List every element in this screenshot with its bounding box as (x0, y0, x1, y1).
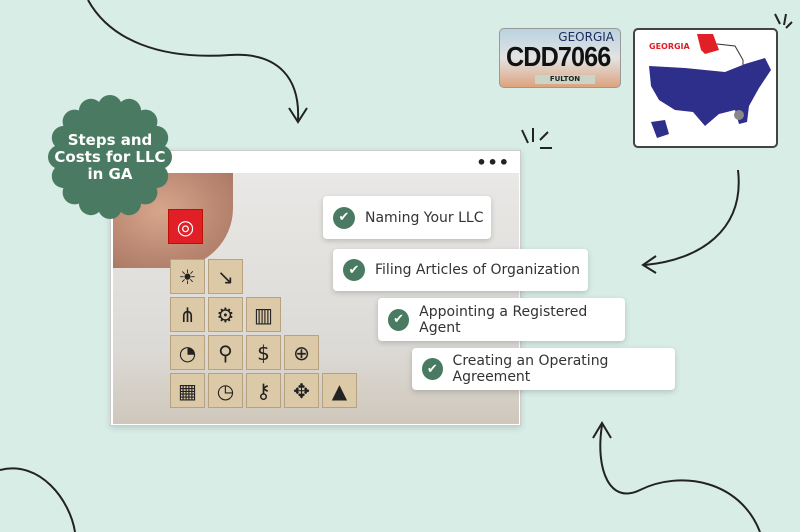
map-label: GEORGIA (649, 42, 690, 51)
us-map (649, 34, 771, 138)
badge-title: Steps and Costs for LLC in GA (54, 130, 166, 183)
check-icon: ✔ (333, 206, 355, 229)
pie-chart-icon: ◔ (170, 335, 205, 370)
plate-number: CDD7066 (506, 41, 611, 72)
arrow-top (87, 0, 300, 121)
plate-county: FULTON (535, 75, 595, 84)
alaska-shape (651, 120, 669, 138)
check-icon: ✔ (343, 259, 365, 281)
flowchart-icon: ▦ (170, 373, 205, 408)
target-icon: ◎ (168, 209, 203, 244)
idea-icon: ☀ (170, 259, 205, 294)
clock-icon: ◷ (208, 373, 243, 408)
more-dots-icon[interactable]: ••• (476, 153, 510, 172)
pyramid-icon: ▲ (322, 373, 357, 408)
money-bag-icon: $ (246, 335, 281, 370)
step-card: ✔ Naming Your LLC (323, 196, 491, 239)
step-card: ✔ Appointing a Registered Agent (378, 298, 625, 341)
globe-icon: ⊕ (284, 335, 319, 370)
arrow-right (644, 169, 740, 266)
check-icon: ✔ (422, 358, 443, 380)
trend-icon: ↘ (208, 259, 243, 294)
arrow-bottom (599, 424, 761, 532)
magnifier-icon: ⚲ (208, 335, 243, 370)
license-plate: GEORGIA CDD7066 FULTON (499, 28, 621, 88)
scalloped-badge-shape (48, 95, 172, 219)
georgia-shape (697, 34, 719, 54)
sparkle-icon (774, 13, 793, 29)
step-label: Creating an Operating Agreement (452, 353, 609, 385)
step-label: Filing Articles of Organization (375, 262, 581, 278)
check-icon: ✔ (388, 308, 410, 331)
plate-state: GEORGIA (558, 30, 614, 44)
curve-bottom-left (0, 467, 76, 532)
bar-chart-icon: ▥ (246, 297, 281, 332)
georgia-marker (734, 110, 744, 120)
key-icon: ⚷ (246, 373, 281, 408)
step-label: Appointing a Registered Agent (419, 303, 588, 336)
step-label: Naming Your LLC (365, 209, 484, 226)
gear-icon: ⚙ (208, 297, 243, 332)
step-card: ✔ Creating an Operating Agreement (412, 348, 675, 390)
usa-shape (649, 58, 771, 126)
sparkle-icon (521, 128, 552, 149)
us-map-card: GEORGIA (633, 28, 778, 148)
puzzle-icon: ✥ (284, 373, 319, 408)
step-card: ✔ Filing Articles of Organization (333, 249, 588, 291)
title-badge: Steps and Costs for LLC in GA (48, 95, 172, 219)
org-chart-icon: ⋔ (170, 297, 205, 332)
